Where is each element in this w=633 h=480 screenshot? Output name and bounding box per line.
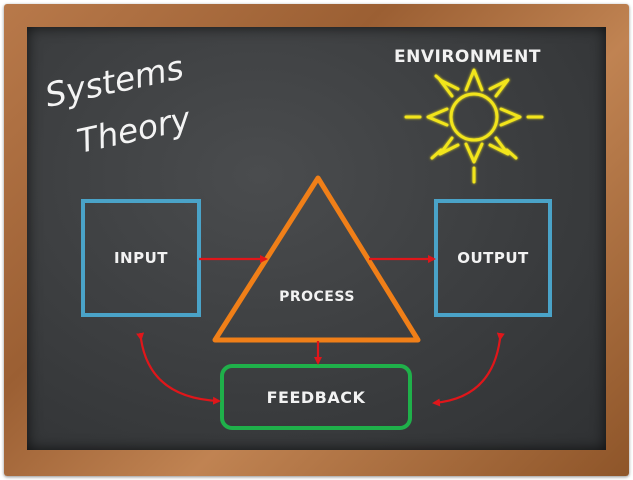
environment-label: ENVIRONMENT bbox=[394, 47, 541, 67]
feedback-label: FEEDBACK bbox=[267, 388, 366, 407]
input-label: INPUT bbox=[114, 249, 168, 267]
arrow-feedback-output-loop bbox=[432, 332, 505, 407]
sun-icon bbox=[404, 68, 544, 184]
output-label: OUTPUT bbox=[457, 249, 529, 267]
output-box bbox=[434, 199, 552, 317]
process-label: PROCESS bbox=[279, 289, 355, 305]
title-theory: Theory bbox=[74, 99, 195, 161]
chalkboard-surface bbox=[27, 27, 606, 450]
feedback-box bbox=[220, 364, 412, 430]
arrow-feedback-input-loop bbox=[136, 332, 221, 405]
chalkboard-frame bbox=[4, 4, 629, 476]
